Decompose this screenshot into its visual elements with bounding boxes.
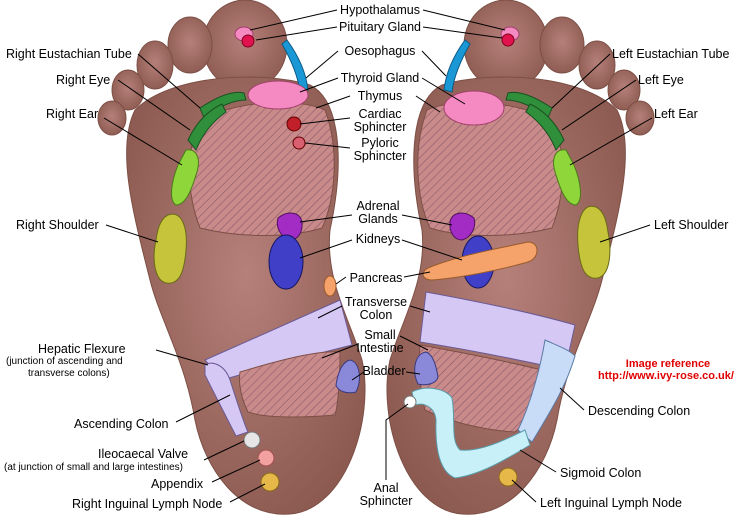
- left-foot: [386, 0, 655, 515]
- label-sigmoid-colon: Sigmoid Colon: [560, 466, 641, 480]
- label-ileocaecal-valve: Ileocaecal Valve: [98, 447, 188, 461]
- left-adrenal-gland: [449, 212, 476, 241]
- label-ileocaecal-valve-note: (at junction of small and large intestin…: [4, 462, 183, 473]
- right-eye-zone: [187, 103, 227, 151]
- label-left-shoulder: Left Shoulder: [654, 218, 728, 232]
- label-right-eye: Right Eye: [56, 73, 110, 87]
- label-hepatic-flexure-note-1: (junction of ascending and: [6, 356, 123, 367]
- label-cardiac-sphincter-1: Cardiac: [358, 107, 401, 121]
- right-ascending-colon: [204, 362, 249, 437]
- right-appendix: [257, 449, 275, 467]
- right-pyloric-sphincter: [292, 136, 306, 150]
- label-right-eustachian-tube: Right Eustachian Tube: [6, 47, 132, 61]
- label-thyroid-gland: Thyroid Gland: [341, 71, 420, 85]
- left-toe-3: [578, 40, 616, 90]
- left-foot-labels: Left Eustachian Tube Left Eye Left Ear L…: [540, 47, 729, 510]
- label-small-intestine-1: Small: [364, 328, 395, 342]
- center-labels: Hypothalamus Pituitary Gland Oesophagus …: [339, 3, 421, 508]
- credit-line-2: http://www.ivy-rose.co.uk/: [598, 370, 734, 382]
- label-left-eustachian-tube: Left Eustachian Tube: [612, 47, 729, 61]
- label-anal-sphincter-2: Sphincter: [360, 494, 413, 508]
- label-hypothalamus: Hypothalamus: [340, 3, 420, 17]
- right-foot: [97, 0, 366, 515]
- image-credit: Image reference http://www.ivy-rose.co.u…: [598, 358, 734, 382]
- label-ascending-colon: Ascending Colon: [74, 417, 169, 431]
- left-toe-5: [625, 100, 655, 136]
- label-kidneys: Kidneys: [356, 232, 400, 246]
- left-bladder: [414, 351, 439, 386]
- label-adrenal-glands-1: Adrenal: [356, 199, 399, 213]
- label-hepatic-flexure: Hepatic Flexure: [38, 342, 126, 356]
- left-pituitary: [501, 33, 515, 47]
- label-right-ear: Right Ear: [46, 107, 98, 121]
- label-small-intestine-2: Intestine: [356, 341, 403, 355]
- left-toe-4: [607, 69, 641, 111]
- right-cardiac-sphincter: [286, 116, 302, 132]
- right-adrenal-gland: [276, 212, 303, 241]
- left-inguinal-lymph: [498, 467, 518, 487]
- label-pyloric-sphincter-1: Pyloric: [361, 136, 399, 150]
- label-left-inguinal-lymph-node: Left Inguinal Lymph Node: [540, 496, 682, 510]
- label-right-shoulder: Right Shoulder: [16, 218, 99, 232]
- left-toe-2: [539, 16, 585, 74]
- right-toe-4: [111, 69, 145, 111]
- label-adrenal-glands-2: Glands: [358, 212, 398, 226]
- label-left-ear: Left Ear: [654, 107, 698, 121]
- label-hepatic-flexure-note-2: transverse colons): [28, 368, 110, 379]
- credit-line-1: Image reference: [626, 358, 710, 370]
- left-eye-zone: [525, 103, 565, 151]
- right-pancreas: [323, 275, 337, 297]
- label-pyloric-sphincter-2: Sphincter: [354, 149, 407, 163]
- left-ear-zone: [553, 149, 581, 206]
- right-inguinal-lymph: [260, 472, 280, 492]
- right-kidney: [268, 234, 304, 290]
- label-pancreas: Pancreas: [350, 271, 403, 285]
- label-left-eye: Left Eye: [638, 73, 684, 87]
- left-oesophagus: [443, 39, 471, 93]
- right-ileocaecal-valve: [243, 431, 261, 449]
- left-sigmoid-colon: [411, 387, 531, 479]
- right-thyroid: [247, 80, 309, 110]
- label-thymus: Thymus: [358, 89, 402, 103]
- right-toe-5: [97, 100, 127, 136]
- right-shoulder-zone: [153, 213, 187, 284]
- leader-lines: [103, 9, 653, 503]
- label-transverse-colon-1: Transverse: [345, 295, 407, 309]
- label-pituitary-gland: Pituitary Gland: [339, 20, 421, 34]
- left-pancreas: [422, 241, 538, 281]
- right-foot-labels: Right Eustachian Tube Right Eye Right Ea…: [4, 47, 222, 511]
- right-ear-zone: [171, 149, 199, 206]
- label-oesophagus: Oesophagus: [345, 44, 416, 58]
- right-small-intestine: [239, 351, 341, 418]
- left-shoulder-zone: [577, 205, 611, 279]
- right-bladder: [335, 359, 360, 394]
- left-descending-colon: [517, 339, 576, 443]
- label-transverse-colon-2: Colon: [360, 308, 393, 322]
- label-descending-colon: Descending Colon: [588, 404, 690, 418]
- right-pituitary: [241, 34, 255, 48]
- label-right-inguinal-lymph-node: Right Inguinal Lymph Node: [72, 497, 222, 511]
- label-cardiac-sphincter-2: Sphincter: [354, 120, 407, 134]
- label-bladder: Bladder: [362, 364, 405, 378]
- left-thyroid: [443, 90, 505, 126]
- label-anal-sphincter-1: Anal: [373, 481, 398, 495]
- right-toe-2: [167, 16, 213, 74]
- label-appendix: Appendix: [151, 477, 204, 491]
